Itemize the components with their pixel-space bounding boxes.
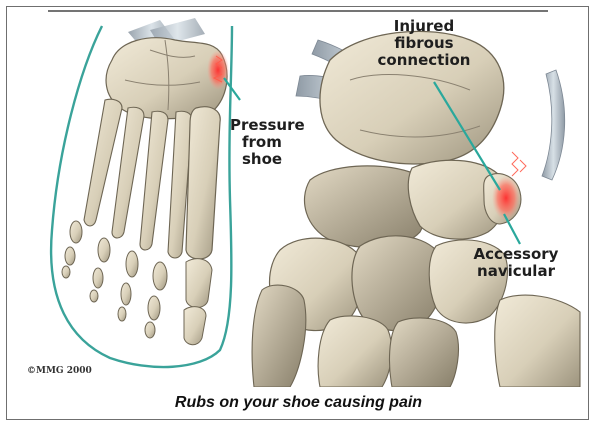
copyright-text: ©MMG 2000 [27, 366, 92, 376]
foot-side-view [252, 31, 580, 387]
metatarsal-shaft-2 [318, 316, 392, 387]
foot-top-view [51, 18, 240, 367]
inflammation-left [207, 50, 229, 90]
label-injured-line3: connection [374, 52, 474, 69]
metatarsal-3 [140, 111, 168, 250]
label-accessory-line1: Accessory [466, 246, 566, 263]
label-injured: Injured fibrous connection [374, 18, 474, 69]
label-injured-line1: Injured [374, 18, 474, 35]
ligament-side-3 [542, 70, 565, 180]
figure-caption: Rubs on your shoe causing pain [0, 394, 597, 412]
label-accessory-line2: navicular [466, 263, 566, 280]
metatarsal-base-4 [495, 295, 580, 387]
metatarsal-1 [186, 107, 220, 259]
label-accessory: Accessory navicular [466, 246, 566, 280]
label-injured-line2: fibrous [374, 35, 474, 52]
metatarsal-shaft-1 [252, 285, 306, 387]
label-pressure: Pressure from shoe [230, 117, 305, 168]
label-pressure-line2: from [230, 134, 305, 151]
label-pressure-line1: Pressure [230, 117, 305, 134]
metatarsal-shaft-3 [390, 318, 459, 387]
label-pressure-line3: shoe [230, 151, 305, 168]
